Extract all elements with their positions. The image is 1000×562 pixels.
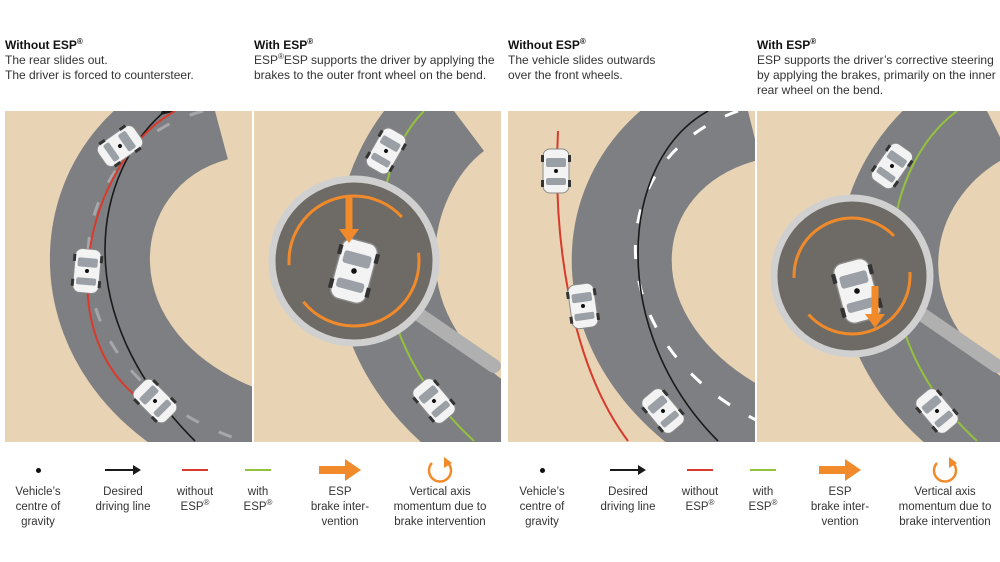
without-esp-line-icon (182, 469, 208, 471)
caption-3: Without ESP® The vehicle slides outwards… (508, 38, 748, 83)
magnifier-icon (770, 194, 1000, 373)
caption-3-line-1: The vehicle slides outwards (508, 53, 656, 67)
legend-brake-2: ESP brake inter- vention (785, 455, 895, 530)
legend-desired: Desired driving line (68, 455, 178, 515)
caption-2-line-2: brakes to the outer front wheel on the b… (254, 68, 487, 82)
without-esp-line-icon (687, 469, 713, 471)
caption-1: Without ESP® The rear slides out. The dr… (5, 38, 245, 83)
caption-4: With ESP® ESP supports the driver’s corr… (757, 38, 1000, 98)
legend-momentum-2: Vertical axis momentum due to brake inte… (890, 455, 1000, 530)
legend: Vehicle’s centre of gravity Desired driv… (0, 455, 1000, 555)
legend-with: with ESP® (203, 455, 313, 515)
legend-with-2: with ESP® (708, 455, 818, 515)
caption-2-line-1: ESP®ESP supports the driver by applying … (254, 52, 495, 68)
caption-1-title: Without ESP® (5, 37, 83, 53)
desired-line-arrow-icon (105, 465, 141, 475)
car-icon (69, 247, 105, 295)
legend-without-2: without ESP® (645, 455, 755, 515)
caption-4-line-3: rear wheel on the bend. (757, 83, 884, 97)
legend-without: without ESP® (140, 455, 250, 515)
caption-3-line-2: over the front wheels. (508, 68, 623, 82)
with-esp-line-icon (750, 469, 776, 471)
legend-cog-2: Vehicle’s centre of gravity (487, 455, 597, 530)
with-esp-line-icon (245, 469, 271, 471)
caption-4-line-1: ESP supports the driver’s corrective ste… (757, 53, 994, 67)
car-icon (540, 148, 572, 194)
caption-2-title: With ESP® (254, 37, 314, 53)
legend-desired-2: Desired driving line (573, 455, 683, 515)
caption-1-line-1: The rear slides out. (5, 53, 108, 67)
brake-intervention-arrow-icon (819, 459, 861, 481)
vertical-axis-momentum-icon (427, 457, 453, 483)
caption-4-title: With ESP® (757, 37, 817, 53)
legend-cog: Vehicle’s centre of gravity (0, 455, 93, 530)
caption-1-line-2: The driver is forced to countersteer. (5, 68, 194, 82)
vertical-axis-momentum-icon (932, 457, 958, 483)
caption-4-line-2: by applying the brakes, primarily on the… (757, 68, 996, 82)
legend-brake: ESP brake inter- vention (285, 455, 395, 530)
brake-intervention-arrow-icon (319, 459, 361, 481)
caption-3-title: Without ESP® (508, 37, 586, 53)
centre-of-gravity-dot-icon (539, 467, 545, 473)
panel-without-esp-understeer (508, 111, 755, 442)
desired-line-arrow-icon (610, 465, 646, 475)
panel-without-esp-oversteer (5, 111, 252, 442)
panel-with-esp-oversteer (254, 111, 501, 442)
car-icon (564, 281, 602, 331)
magnifier-icon (268, 175, 501, 373)
caption-2: With ESP® ESP®ESP supports the driver by… (254, 38, 500, 83)
legend-momentum: Vertical axis momentum due to brake inte… (385, 455, 495, 530)
centre-of-gravity-dot-icon (35, 467, 41, 473)
panel-with-esp-understeer (757, 111, 1000, 442)
